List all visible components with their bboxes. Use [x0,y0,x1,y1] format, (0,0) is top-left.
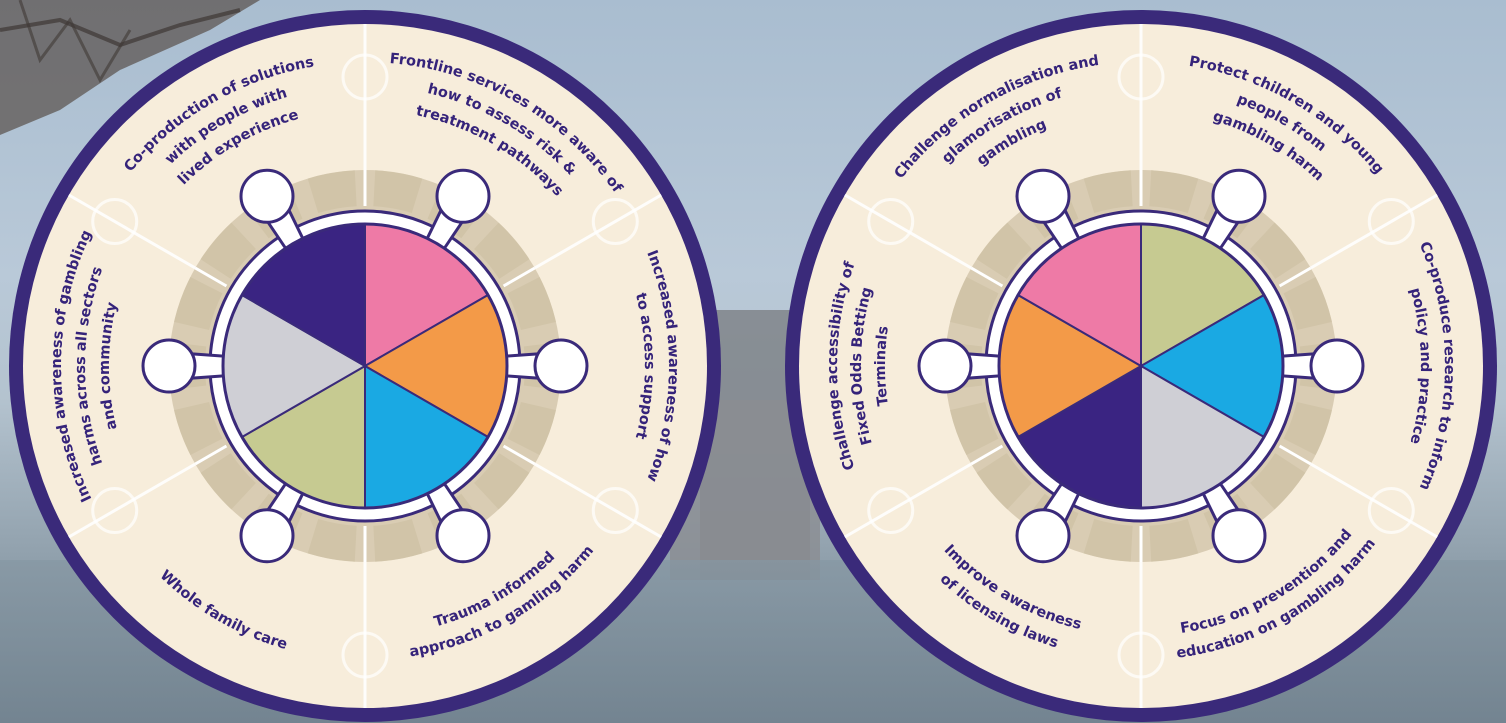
ring-separator [970,266,1004,288]
inner-ring-tile [950,401,999,455]
inner-ring-tile [307,519,357,562]
inner-ring-tile [373,519,423,562]
plate-knob [1309,338,1365,394]
plate-knob [533,338,589,394]
segment-divider [533,193,662,270]
ring-separator [194,266,228,288]
segment-divider [533,462,662,539]
ring-separator [194,444,228,466]
plate-knob [435,168,491,224]
ring-separator [970,444,1004,466]
inner-ring-tile [174,401,223,455]
bridge-structure [0,0,260,135]
inner-ring-tile [200,453,256,510]
pie-border [997,222,1285,510]
ring-separator [502,266,536,288]
inner-ring-tile [1250,222,1306,279]
plate-knob [239,508,295,564]
plate-knob [141,338,197,394]
segment-label-line: Terminals [873,325,892,407]
segment-divider [844,462,973,539]
puzzle-knob [91,198,139,245]
segment-divider [1309,193,1438,270]
ring-separator [502,444,536,466]
puzzle-knob [341,53,389,101]
pie-border [221,222,509,510]
segment-label-line: and community [97,300,121,431]
inner-ring-tile [174,277,223,331]
inner-ring-tile [976,222,1032,279]
inner-ring-tile [474,453,530,510]
inner-ring-tile [373,170,423,213]
inner-ring-tile [1283,277,1332,331]
ring-separator [1278,444,1312,466]
segment-label-text: and community [97,300,121,431]
puzzle-knob [1117,631,1165,679]
plate-knob [917,338,973,394]
plate-knob [1211,168,1267,224]
wheel-right: Challenge normalisation andglamorisation… [785,10,1497,722]
plate-knob [1211,508,1267,564]
inner-ring-tile [200,222,256,279]
puzzle-knob [1367,487,1415,534]
segment-divider [844,193,973,270]
inner-ring-tile [1083,519,1133,562]
segment-label-text: Terminals [873,325,892,407]
segment-divider [68,193,197,270]
inner-ring-tile [950,277,999,331]
puzzle-knob [91,487,139,534]
plate-knob [1015,168,1071,224]
plate-knob [1015,508,1071,564]
inner-ring-tile [1250,453,1306,510]
puzzle-knob [1367,198,1415,245]
plate-knob [435,508,491,564]
puzzle-knob [867,198,915,245]
puzzle-knob [591,487,639,534]
inner-ring-tile [507,277,556,331]
inner-ring-tile [1149,170,1199,213]
inner-ring-tile [1083,170,1133,213]
plate-knob [239,168,295,224]
puzzle-knob [1117,53,1165,101]
segment-divider [1309,462,1438,539]
puzzle-knob [591,198,639,245]
inner-ring-tile [474,222,530,279]
inner-ring-tile [1283,401,1332,455]
segment-divider [68,462,197,539]
puzzle-knob [867,487,915,534]
inner-ring-tile [1149,519,1199,562]
inner-ring-tile [507,401,556,455]
puzzle-knob [341,631,389,679]
ring-separator [1278,266,1312,288]
inner-ring-tile [976,453,1032,510]
inner-ring-tile [307,170,357,213]
